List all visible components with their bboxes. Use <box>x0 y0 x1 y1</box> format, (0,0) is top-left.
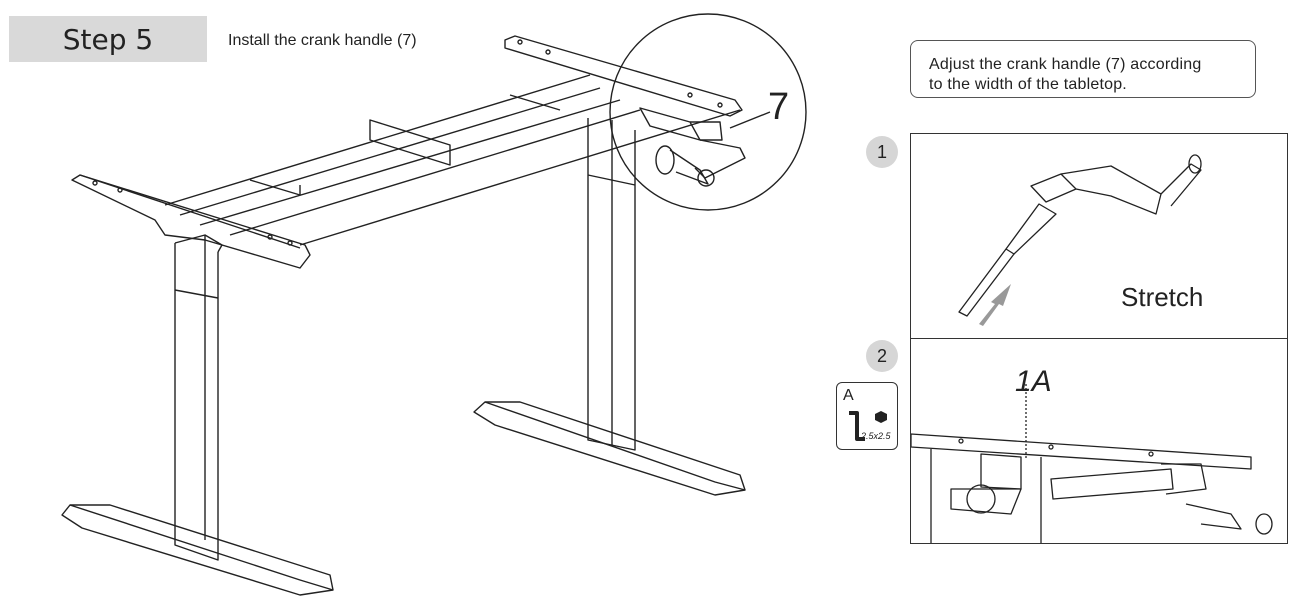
tool-box: A 2.5x2.5 <box>836 382 898 450</box>
stretch-caption: Stretch <box>1121 282 1204 312</box>
note-text-line1: Adjust the crank handle (7) according <box>929 56 1202 73</box>
tool-size: 2.5x2.5 <box>861 431 891 441</box>
step-number-2: 2 <box>866 340 898 372</box>
hex-key-icon <box>849 411 887 441</box>
note-text-line2: to the width of the tabletop. <box>929 76 1127 93</box>
crank-handle-illustration <box>958 154 1202 326</box>
panel-stretch: Stretch <box>910 133 1288 339</box>
label-1a: 1A <box>1015 365 1052 398</box>
step-instruction: Install the crank handle (7) <box>228 32 417 49</box>
step-badge: Step 5 <box>9 16 207 62</box>
tool-letter: A <box>843 387 854 404</box>
panel-tighten: 1A <box>910 338 1288 544</box>
bracket-detail-illustration <box>911 384 1273 543</box>
step-label: Step 5 <box>62 22 154 56</box>
note-box: Adjust the crank handle (7) according to… <box>910 40 1256 98</box>
callout-label-7: 7 <box>768 86 790 128</box>
step-number-1: 1 <box>866 136 898 168</box>
